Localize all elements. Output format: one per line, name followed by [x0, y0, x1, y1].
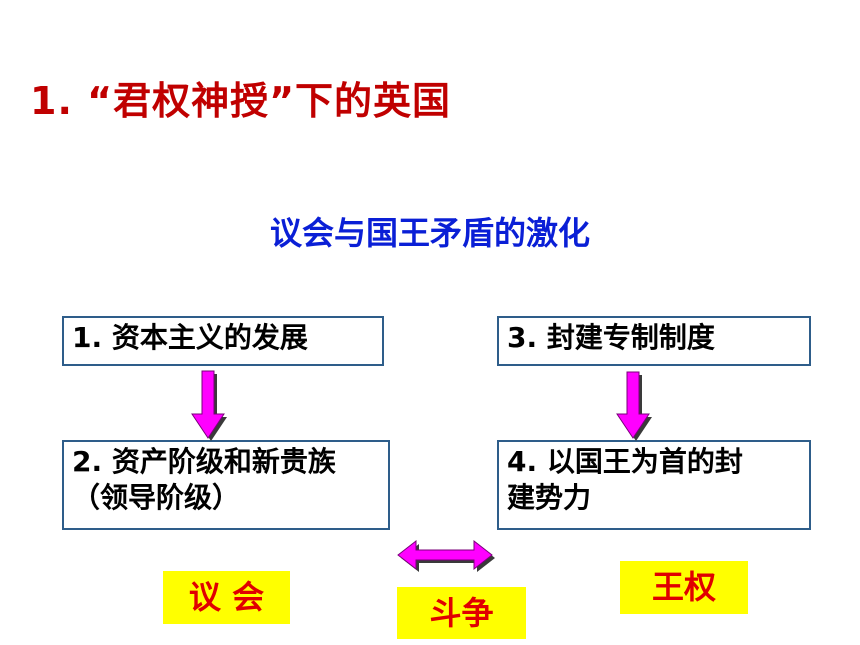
box-king-line1: 4. 以国王为首的封: [507, 445, 743, 478]
diagram-subtitle: 议会与国王矛盾的激化: [269, 214, 590, 252]
box-capitalism: 1. 资本主义的发展: [62, 316, 384, 366]
box-feudal: 3. 封建专制制度: [497, 316, 811, 366]
box-king-forces: 4. 以国王为首的封 建势力: [497, 440, 811, 530]
box-bourgeoisie-line2: （领导阶级）: [72, 481, 241, 514]
label-struggle: 斗争: [397, 587, 526, 639]
down-arrow-left: [191, 370, 227, 441]
box-bourgeoisie: 2. 资产阶级和新贵族 （领导阶级）: [62, 440, 390, 530]
down-arrow-right: [616, 371, 652, 441]
slide-title: 1. “君权神授”下的英国: [30, 79, 452, 123]
box-capitalism-text: 1. 资本主义的发展: [72, 321, 308, 354]
box-feudal-text: 3. 封建专制制度: [507, 321, 715, 354]
double-headed-arrow: [397, 539, 495, 572]
box-bourgeoisie-line1: 2. 资产阶级和新贵族: [72, 445, 336, 478]
label-parliament: 议 会: [163, 571, 290, 624]
label-royal-power: 王权: [620, 561, 748, 614]
box-king-line2: 建势力: [507, 481, 592, 514]
